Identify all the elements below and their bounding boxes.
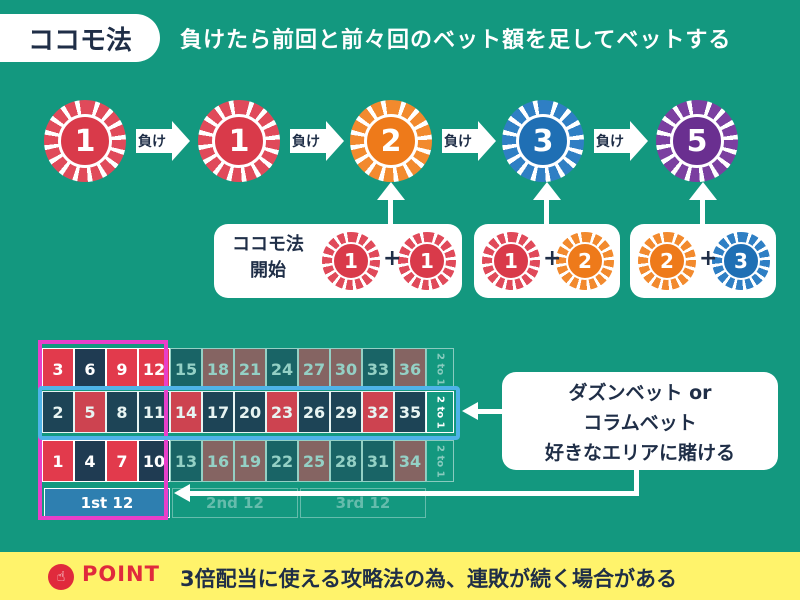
plus-sign: +: [383, 246, 402, 271]
footer-point-label: POINT: [82, 562, 160, 586]
note-arrow-column-line: [478, 409, 502, 414]
column-label-3[interactable]: 2 to 1: [426, 440, 454, 482]
table-cell-1[interactable]: 1: [42, 440, 74, 482]
table-cell-34[interactable]: 34: [394, 440, 426, 482]
hand-icon: ☝: [48, 564, 74, 590]
connector-line-3: [544, 196, 549, 224]
sum-chip-a-3-value: 2: [648, 242, 686, 280]
sum-chip-b-3: 3: [712, 232, 770, 290]
bet-chip-1-value: 1: [58, 114, 112, 168]
table-cell-28[interactable]: 28: [330, 440, 362, 482]
lose-arrow-3: 負け: [442, 121, 496, 161]
table-cell-29[interactable]: 29: [330, 391, 362, 433]
bet-chip-1: 1: [44, 100, 126, 182]
dozen-1[interactable]: 1st 12: [44, 488, 170, 518]
lose-label: 負け: [138, 134, 166, 150]
bet-chip-3: 2: [350, 100, 432, 182]
lose-label: 負け: [596, 134, 624, 150]
page-title: ココモ法: [0, 14, 160, 62]
note-arrow-dozen-head: [174, 484, 190, 502]
start-label: ココモ法 開始: [220, 232, 316, 284]
plus-sign: +: [699, 246, 718, 271]
bet-note-line1: ダズンベット or: [568, 382, 712, 404]
bet-note-line2: コラムベット: [583, 412, 697, 434]
dozen-3[interactable]: 3rd 12: [300, 488, 426, 518]
sum-chip-b-3-value: 3: [722, 242, 760, 280]
bet-chip-2-value: 1: [212, 114, 266, 168]
lose-label: 負け: [444, 134, 472, 150]
table-cell-6[interactable]: 6: [74, 348, 106, 390]
lose-arrow-2: 負け: [290, 121, 344, 161]
table-cell-13[interactable]: 13: [170, 440, 202, 482]
footer-text: 3倍配当に使える攻略法の為、連敗が続く場合がある: [180, 567, 677, 591]
table-cell-16[interactable]: 16: [202, 440, 234, 482]
column-label-2[interactable]: 2 to 1: [426, 391, 454, 433]
sum-chip-a-2: 1: [482, 232, 540, 290]
bet-chip-4-value: 3: [516, 114, 570, 168]
sum-chip-b-1: 1: [398, 232, 456, 290]
sum-chip-b-2-value: 2: [566, 242, 604, 280]
up-arrow-3: [533, 182, 561, 200]
table-cell-23[interactable]: 23: [266, 391, 298, 433]
lose-label: 負け: [292, 134, 320, 150]
plus-sign: +: [543, 246, 562, 271]
lose-arrow-4: 負け: [594, 121, 648, 161]
note-arrow-column-head: [462, 402, 478, 420]
table-cell-15[interactable]: 15: [170, 348, 202, 390]
table-cell-26[interactable]: 26: [298, 391, 330, 433]
sum-chip-a-3: 2: [638, 232, 696, 290]
bet-chip-3-value: 2: [364, 114, 418, 168]
column-label-1[interactable]: 2 to 1: [426, 348, 454, 390]
bet-chip-5-value: 5: [670, 114, 724, 168]
table-cell-22[interactable]: 22: [266, 440, 298, 482]
table-cell-30[interactable]: 30: [330, 348, 362, 390]
table-cell-32[interactable]: 32: [362, 391, 394, 433]
note-arrow-dozen-hline: [190, 491, 639, 496]
table-cell-2[interactable]: 2: [42, 391, 74, 433]
page-subtitle: 負けたら前回と前々回のベット額を足してベットする: [180, 28, 732, 53]
connector-line-5: [700, 196, 705, 224]
lose-arrow-1: 負け: [136, 121, 190, 161]
table-cell-5[interactable]: 5: [74, 391, 106, 433]
note-arrow-dozen-vline: [634, 470, 639, 496]
table-cell-4[interactable]: 4: [74, 440, 106, 482]
table-cell-14[interactable]: 14: [170, 391, 202, 433]
sum-chip-a-1: 1: [322, 232, 380, 290]
table-cell-7[interactable]: 7: [106, 440, 138, 482]
table-cell-21[interactable]: 21: [234, 348, 266, 390]
table-cell-31[interactable]: 31: [362, 440, 394, 482]
table-cell-27[interactable]: 27: [298, 348, 330, 390]
start-label-line2: 開始: [250, 260, 286, 281]
table-cell-35[interactable]: 35: [394, 391, 426, 433]
bet-note: ダズンベット or コラムベット 好きなエリアに賭ける: [502, 372, 778, 470]
bet-chip-5: 5: [656, 100, 738, 182]
table-cell-17[interactable]: 17: [202, 391, 234, 433]
table-cell-25[interactable]: 25: [298, 440, 330, 482]
bet-chip-4: 3: [502, 100, 584, 182]
table-cell-18[interactable]: 18: [202, 348, 234, 390]
bet-note-line3: 好きなエリアに賭ける: [544, 442, 735, 464]
table-cell-8[interactable]: 8: [106, 391, 138, 433]
connector-line-2: [388, 196, 393, 224]
table-cell-36[interactable]: 36: [394, 348, 426, 390]
sum-chip-a-1-value: 1: [332, 242, 370, 280]
dozen-2[interactable]: 2nd 12: [172, 488, 298, 518]
footer-bar: ☝ POINT 3倍配当に使える攻略法の為、連敗が続く場合がある: [0, 552, 800, 600]
sum-chip-b-1-value: 1: [408, 242, 446, 280]
table-cell-19[interactable]: 19: [234, 440, 266, 482]
sum-chip-b-2: 2: [556, 232, 614, 290]
start-label-line1: ココモ法: [232, 234, 304, 255]
up-arrow-2: [377, 182, 405, 200]
table-cell-20[interactable]: 20: [234, 391, 266, 433]
column-highlight: [38, 386, 460, 440]
table-cell-33[interactable]: 33: [362, 348, 394, 390]
sum-chip-a-2-value: 1: [492, 242, 530, 280]
table-cell-24[interactable]: 24: [266, 348, 298, 390]
bet-chip-2: 1: [198, 100, 280, 182]
up-arrow-5: [689, 182, 717, 200]
